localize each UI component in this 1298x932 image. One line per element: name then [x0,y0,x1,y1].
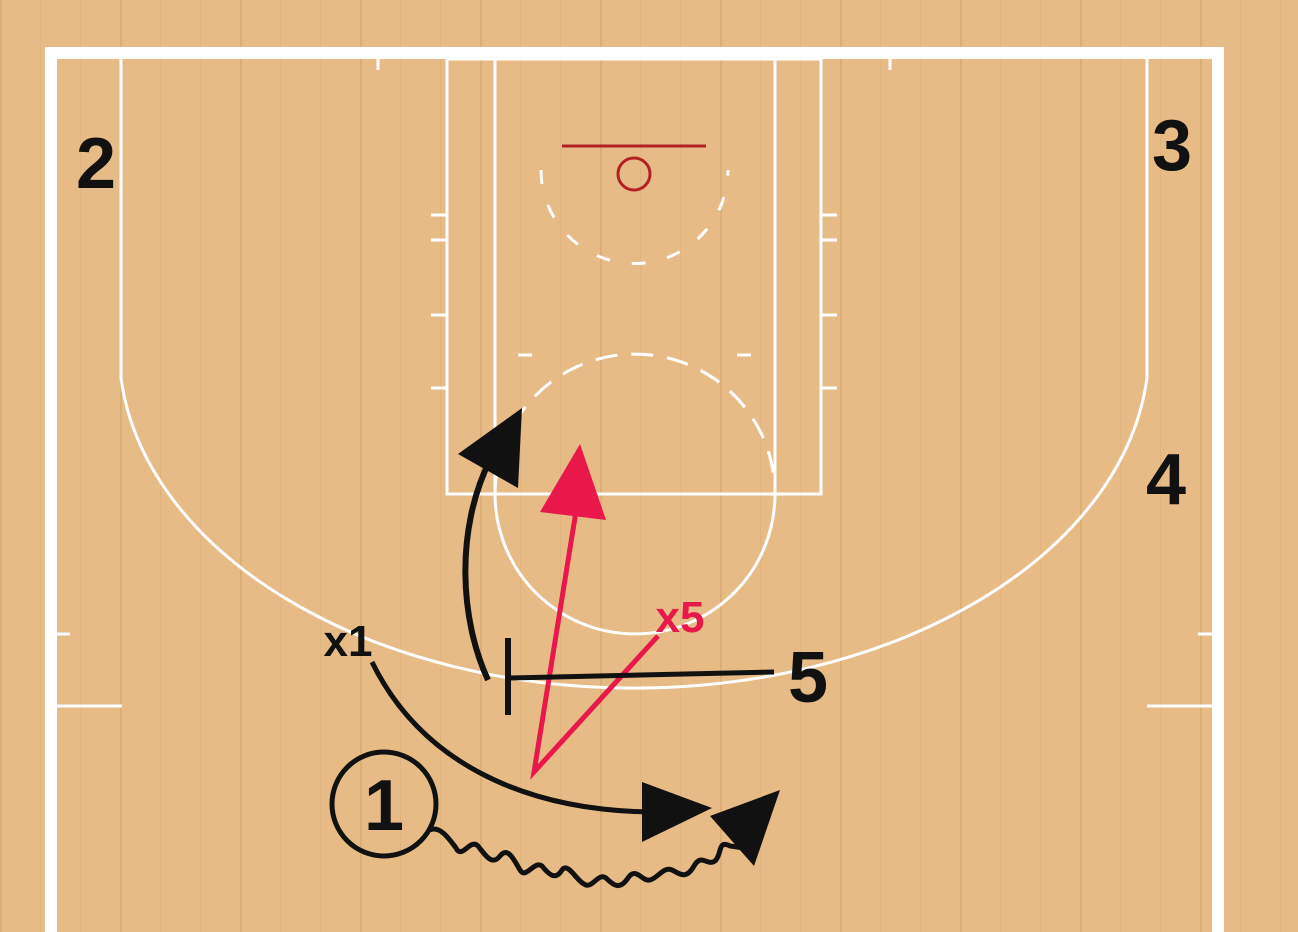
x1-arrow [369,660,712,842]
screen-5 [505,638,775,715]
defender-x1-label: x1 [324,617,373,666]
cut-arrow-icon [458,408,522,488]
defender-arrow-icon [642,782,712,842]
three-point-line [119,59,1149,690]
player-1-label: 1 [364,766,404,846]
ft-circle-solid [493,493,777,636]
player-1-circle [329,749,439,859]
player-4-label: 4 [1146,440,1186,520]
boundary-line [45,47,1224,932]
ft-circle-dashed [493,352,777,495]
rim [616,156,652,192]
x5-help-arrow [530,444,660,780]
player-5-label: 5 [788,638,828,718]
court-lines [45,47,1224,932]
cut-arrow [458,408,522,682]
player-2-label: 2 [76,124,116,204]
restricted-area [539,169,730,265]
defender-x5-label: x5 [656,593,705,642]
player-3-label: 3 [1152,106,1192,186]
dribble-path [428,790,780,888]
lane-outer [445,57,823,496]
dribble-zigzag-icon [428,826,745,888]
